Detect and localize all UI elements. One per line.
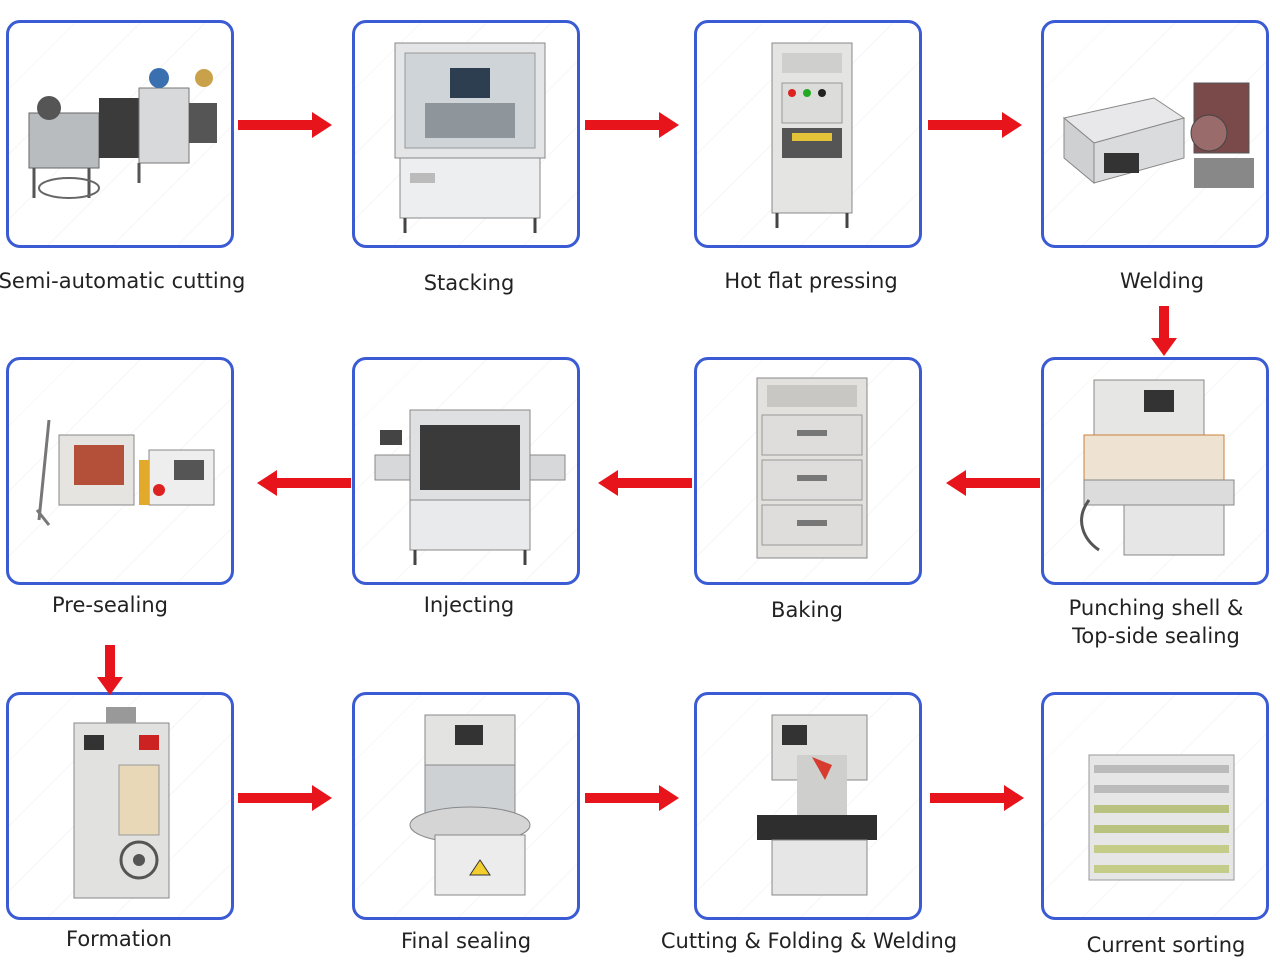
injecting-machine-icon	[374, 409, 566, 565]
step-label-final-sealing: Final sealing	[400, 929, 532, 953]
arrow-down-icon	[1151, 306, 1177, 356]
step-box-final-sealing	[352, 692, 580, 920]
step-box-stacking	[352, 20, 580, 248]
stacking-machine-icon	[394, 42, 546, 233]
step-box-punching-shell-top-side-sealing	[1041, 357, 1269, 585]
step-label-injecting: Injecting	[423, 593, 515, 617]
step-label-pre-sealing: Pre-sealing	[51, 593, 168, 617]
step-label-top-side-sealing-line2: Top-side sealing	[1072, 624, 1240, 648]
step-box-hot-flat-pressing	[694, 20, 922, 248]
hot-press-machine-icon	[771, 42, 853, 228]
arrow-left-icon	[598, 470, 692, 496]
step-box-injecting	[352, 357, 580, 585]
arrow-right-icon	[928, 112, 1022, 138]
sorting-rack-icon	[1088, 754, 1235, 881]
arrow-down-icon	[97, 645, 123, 695]
cutting-machine-icon	[28, 68, 217, 199]
step-box-current-sorting	[1041, 692, 1269, 920]
step-label-welding: Welding	[1119, 269, 1205, 293]
arrow-left-icon	[257, 470, 351, 496]
step-box-baking	[694, 357, 922, 585]
formation-cabinet-icon	[73, 707, 170, 899]
step-label-stacking: Stacking	[423, 271, 515, 295]
arrow-right-icon	[238, 112, 332, 138]
arrow-right-icon	[585, 112, 679, 138]
step-box-pre-sealing	[6, 357, 234, 585]
step-box-cutting-folding-welding	[694, 692, 922, 920]
pre-sealing-machine-icon	[35, 419, 215, 526]
arrow-left-icon	[946, 470, 1040, 496]
arrow-right-icon	[585, 785, 679, 811]
cut-fold-weld-machine-icon	[757, 714, 877, 896]
arrow-right-icon	[930, 785, 1024, 811]
arrow-right-icon	[238, 785, 332, 811]
final-sealing-machine-icon	[409, 714, 531, 896]
step-box-formation	[6, 692, 234, 920]
baking-oven-icon	[756, 377, 868, 559]
punching-sealing-machine-icon	[1080, 379, 1235, 556]
step-label-baking: Baking	[771, 598, 843, 622]
step-label-hot-flat-pressing: Hot flat pressing	[724, 269, 898, 293]
step-box-semi-automatic-cutting	[6, 20, 234, 248]
step-label-semi-automatic-cutting: Semi-automatic cutting	[0, 269, 246, 293]
step-label-cutting-folding-welding: Cutting & Folding & Welding	[660, 929, 958, 953]
step-box-welding	[1041, 20, 1269, 248]
welding-machine-icon	[1062, 82, 1254, 188]
step-label-formation: Formation	[66, 927, 172, 951]
step-label-current-sorting: Current sorting	[1086, 933, 1246, 957]
step-label-punching-shell-line1: Punching shell &	[1068, 596, 1244, 620]
